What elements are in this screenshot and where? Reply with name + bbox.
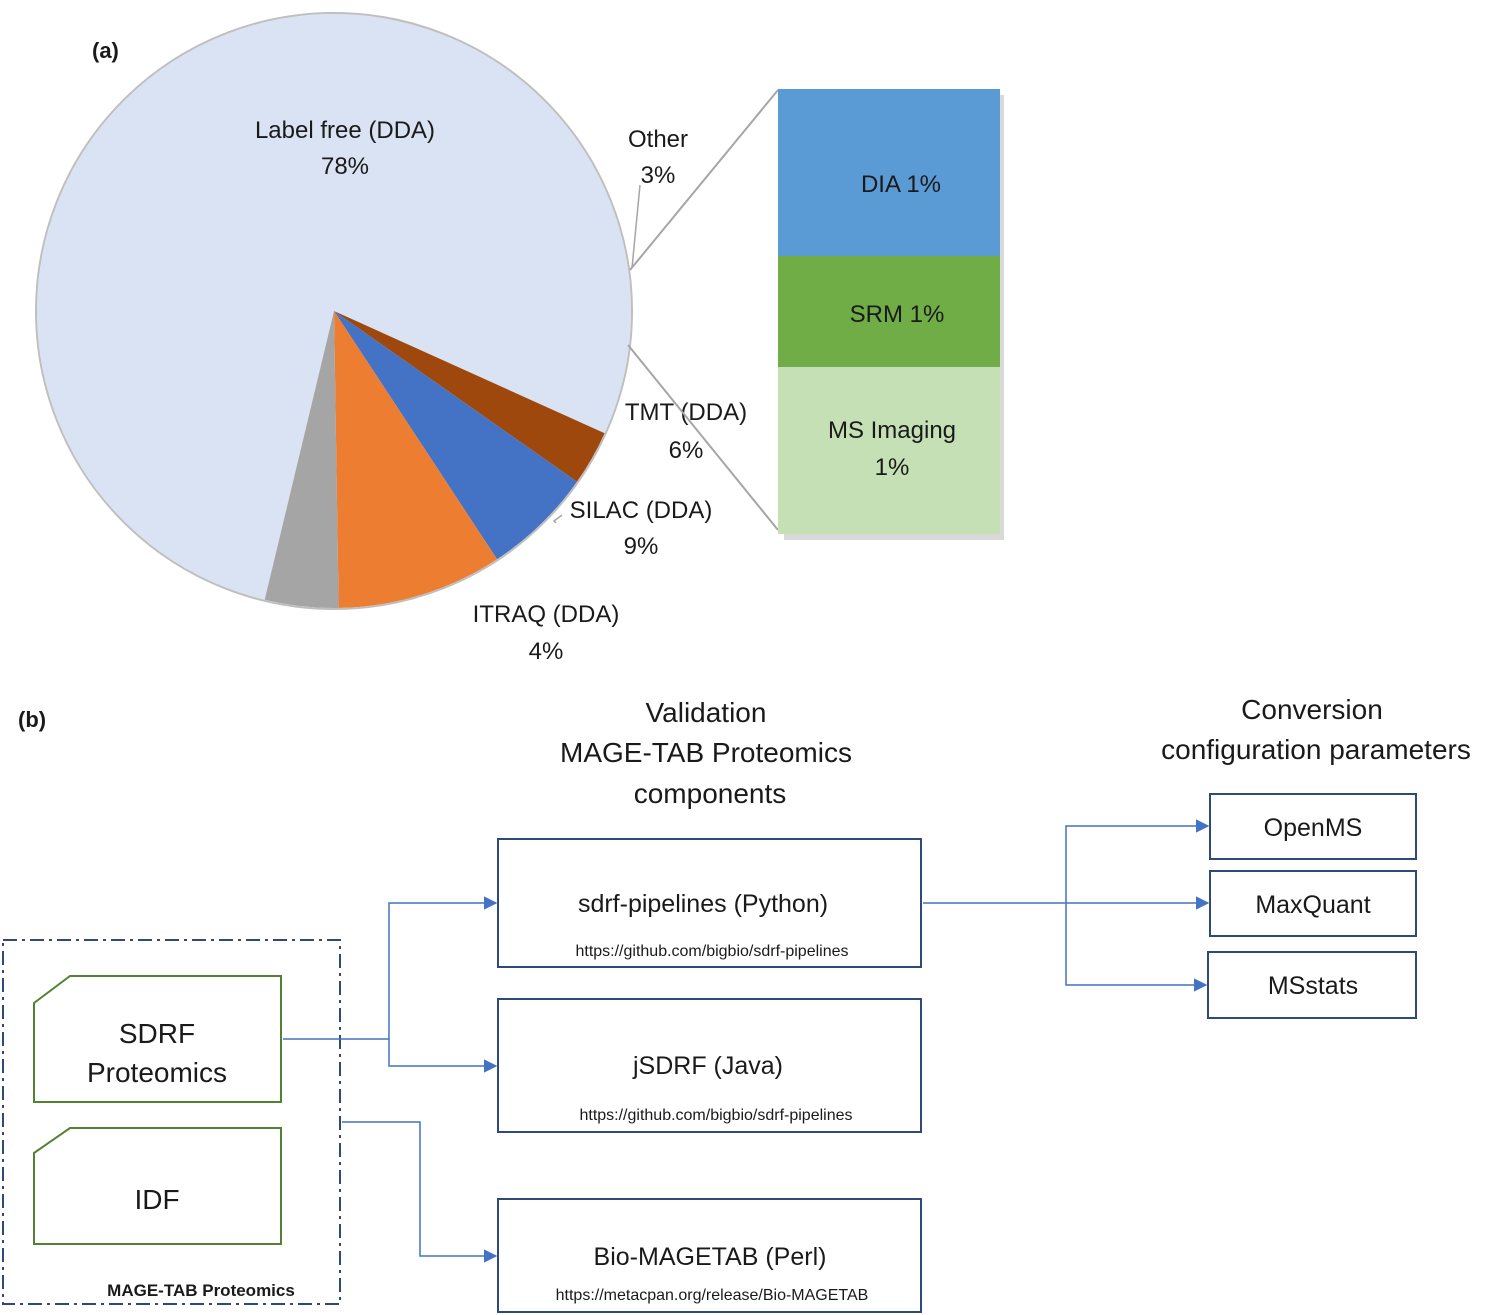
tool-box-msstats: [1207, 951, 1417, 1019]
arrow-sdrf-to-jsdrf: [388, 1039, 498, 1073]
slice-label-silac-name: SILAC (DDA): [570, 497, 713, 524]
validator-url-sdrf-pipelines[interactable]: https://github.com/bigbio/sdrf-pipelines: [575, 943, 848, 960]
leader-line-silac: [552, 514, 563, 524]
tool-label-maxquant: MaxQuant: [1255, 891, 1370, 919]
slice-label-silac-value: 9%: [624, 533, 659, 560]
panel-a-label: (a): [92, 38, 119, 63]
validator-name-jsdrf: jSDRF (Java): [632, 1052, 783, 1080]
breakdown-label-dia: DIA 1%: [861, 171, 941, 198]
breakdown-label-ms-imaging: MS Imaging: [828, 417, 956, 444]
breakdown-segment-dia: [778, 89, 1000, 256]
slice-label-tmt-value: 6%: [669, 437, 704, 464]
idf-file-label: IDF: [134, 1184, 179, 1215]
sdrf-file-label-line2: Proteomics: [87, 1057, 227, 1088]
tool-box-maxquant: [1209, 870, 1417, 937]
slice-label-itraq-value: 4%: [529, 638, 564, 665]
validator-box-sdrf-pipelines: [497, 838, 922, 968]
mage-tab-container-label: MAGE-TAB Proteomics: [107, 1281, 295, 1300]
validation-heading-line1: Validation: [646, 697, 767, 728]
slice-label-itraq-name: ITRAQ (DDA): [473, 601, 620, 628]
pie-slice-label-free-dda: [37, 13, 632, 600]
validation-heading-line2: MAGE-TAB Proteomics: [560, 737, 852, 768]
pie-chart: [35, 12, 633, 610]
slice-label-tmt-name: TMT (DDA): [625, 399, 747, 426]
slice-label-label-free-value: 78%: [321, 153, 369, 180]
sdrf-file-shape: [33, 975, 282, 1103]
pie-slice-itraq-dda: [264, 311, 339, 608]
sdrf-file-label-line1: SDRF: [119, 1018, 195, 1049]
breakdown-connector-bottom: [627, 344, 779, 531]
tool-label-openms: OpenMS: [1264, 814, 1363, 842]
arrow-to-msstats: [1065, 903, 1208, 992]
breakdown-segment-srm: [778, 256, 1000, 367]
breakdown-label-srm: SRM 1%: [850, 301, 945, 328]
slice-label-label-free-name: Label free (DDA): [255, 117, 435, 144]
validator-box-bio-magetab: [497, 1198, 922, 1313]
conversion-heading-line2: configuration parameters: [1161, 734, 1471, 765]
validator-box-jsdrf: [497, 998, 922, 1133]
pie-slice-silac-dda: [334, 311, 498, 608]
conversion-heading-line1: Conversion: [1241, 694, 1383, 725]
pie-slice-tmt-dda: [334, 311, 577, 560]
pie-labels: Label free (DDA) 78% Other 3% TMT (DDA) …: [255, 117, 747, 665]
validator-name-bio-magetab: Bio-MAGETAB (Perl): [594, 1243, 827, 1271]
tool-label-msstats: MSstats: [1268, 972, 1358, 1000]
validator-name-sdrf-pipelines: sdrf-pipelines (Python): [578, 890, 828, 918]
pie-outline: [35, 12, 633, 610]
idf-file-shape: [33, 1127, 282, 1245]
validator-url-jsdrf[interactable]: https://github.com/bigbio/sdrf-pipelines: [579, 1107, 852, 1124]
slice-label-other-value: 3%: [641, 162, 676, 189]
leader-line-other: [631, 184, 641, 269]
breakdown-segment-ms-imaging: [778, 367, 1000, 534]
mage-tab-container: [2, 939, 341, 1305]
breakdown-label-ms-imaging-value: 1%: [875, 454, 910, 481]
arrow-container-to-bio-magetab: [342, 1121, 498, 1263]
arrow-sdrf-to-sdrf-pipelines: [388, 896, 498, 1039]
arrow-to-openms: [1065, 819, 1210, 903]
breakdown-connector-top: [629, 89, 779, 271]
slice-label-other-name: Other: [628, 126, 688, 153]
tool-box-openms: [1209, 793, 1417, 860]
panel-b-label: (b): [18, 707, 46, 732]
validation-heading-line3: components: [634, 778, 787, 809]
pie-slice-other: [334, 311, 605, 482]
validator-url-bio-magetab[interactable]: https://metacpan.org/release/Bio-MAGETAB: [556, 1287, 869, 1304]
